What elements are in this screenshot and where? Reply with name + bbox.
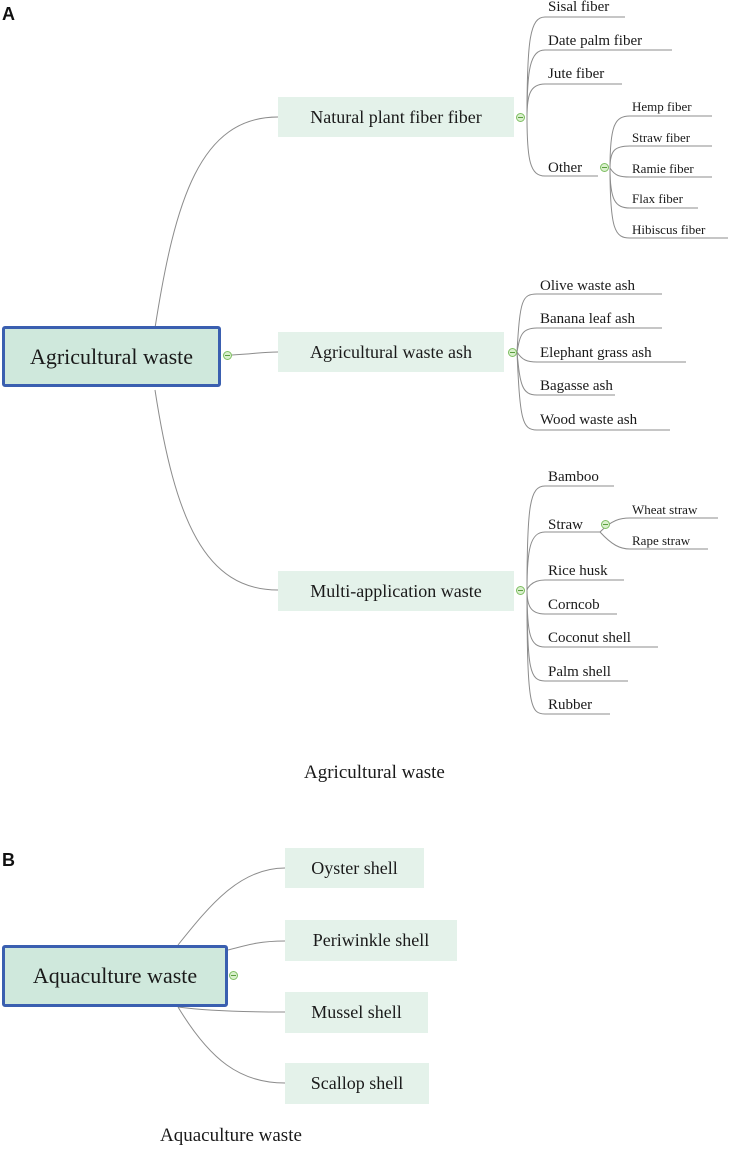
root-label: Aquaculture waste bbox=[32, 963, 198, 988]
leaf-wood-waste-ash: Wood waste ash bbox=[540, 412, 638, 428]
branch-node-waste-ash: Agricultural waste ash bbox=[278, 332, 504, 372]
panel-letter-b: B bbox=[2, 850, 15, 870]
branch-label: Periwinkle shell bbox=[312, 930, 430, 950]
leaf-rice-husk: Rice husk bbox=[548, 563, 608, 579]
leaf-rubber: Rubber bbox=[548, 697, 593, 713]
leaf-sisal-fiber: Sisal fiber bbox=[548, 0, 610, 15]
branch-label: Agricultural waste ash bbox=[310, 341, 472, 362]
leaf-corncob: Corncob bbox=[548, 597, 600, 613]
collapse-icon[interactable] bbox=[229, 971, 238, 980]
branch-node-natural-fiber: Natural plant fiber fiber bbox=[278, 97, 514, 137]
leaf-bamboo: Bamboo bbox=[548, 469, 599, 485]
leaf-straw: Straw bbox=[548, 517, 583, 533]
leaf-wheat-straw: Wheat straw bbox=[632, 502, 698, 517]
collapse-icon[interactable] bbox=[516, 586, 525, 595]
branch-node-oyster-shell: Oyster shell bbox=[285, 848, 424, 888]
leaf-straw-fiber: Straw fiber bbox=[632, 130, 691, 145]
leaf-olive-waste-ash: Olive waste ash bbox=[540, 278, 635, 294]
leaf-banana-leaf-ash: Banana leaf ash bbox=[540, 311, 635, 327]
leaf-bagasse-ash: Bagasse ash bbox=[540, 378, 613, 394]
collapse-icon[interactable] bbox=[223, 351, 232, 360]
root-label: Agricultural waste bbox=[29, 343, 194, 369]
branch-label: Scallop shell bbox=[310, 1073, 404, 1093]
root-node-agricultural-waste: Agricultural waste bbox=[2, 326, 221, 387]
leaf-rape-straw: Rape straw bbox=[632, 533, 691, 548]
panel-letter-a: A bbox=[2, 4, 15, 24]
collapse-icon[interactable] bbox=[601, 520, 610, 529]
branch-label: Multi-application waste bbox=[310, 580, 482, 601]
branch-label: Oyster shell bbox=[311, 857, 398, 878]
root-node-aquaculture-waste: Aquaculture waste bbox=[2, 945, 228, 1007]
branch-node-multi-application: Multi-application waste bbox=[278, 571, 514, 611]
leaf-flax-fiber: Flax fiber bbox=[632, 191, 683, 206]
caption-aquaculture-waste: Aquaculture waste bbox=[160, 1125, 302, 1146]
caption-agricultural-waste: Agricultural waste bbox=[304, 762, 445, 783]
branch-node-scallop-shell: Scallop shell bbox=[285, 1063, 429, 1104]
leaf-hibiscus-fiber: Hibiscus fiber bbox=[632, 222, 706, 237]
leaf-ramie-fiber: Ramie fiber bbox=[632, 161, 694, 176]
leaf-palm-shell: Palm shell bbox=[548, 664, 611, 680]
leaf-elephant-grass-ash: Elephant grass ash bbox=[540, 345, 652, 361]
leaf-jute-fiber: Jute fiber bbox=[548, 66, 605, 82]
leaf-coconut-shell: Coconut shell bbox=[548, 630, 631, 646]
branch-label: Natural plant fiber fiber bbox=[310, 106, 482, 127]
leaf-other: Other bbox=[548, 160, 583, 176]
collapse-icon[interactable] bbox=[600, 163, 609, 172]
collapse-icon[interactable] bbox=[508, 348, 517, 357]
branch-node-mussel-shell: Mussel shell bbox=[285, 992, 428, 1033]
branch-node-periwinkle-shell: Periwinkle shell bbox=[285, 920, 457, 961]
leaf-hemp-fiber: Hemp fiber bbox=[632, 99, 692, 114]
collapse-icon[interactable] bbox=[516, 113, 525, 122]
leaf-date-palm-fiber: Date palm fiber bbox=[548, 33, 643, 49]
branch-label: Mussel shell bbox=[311, 1002, 402, 1022]
